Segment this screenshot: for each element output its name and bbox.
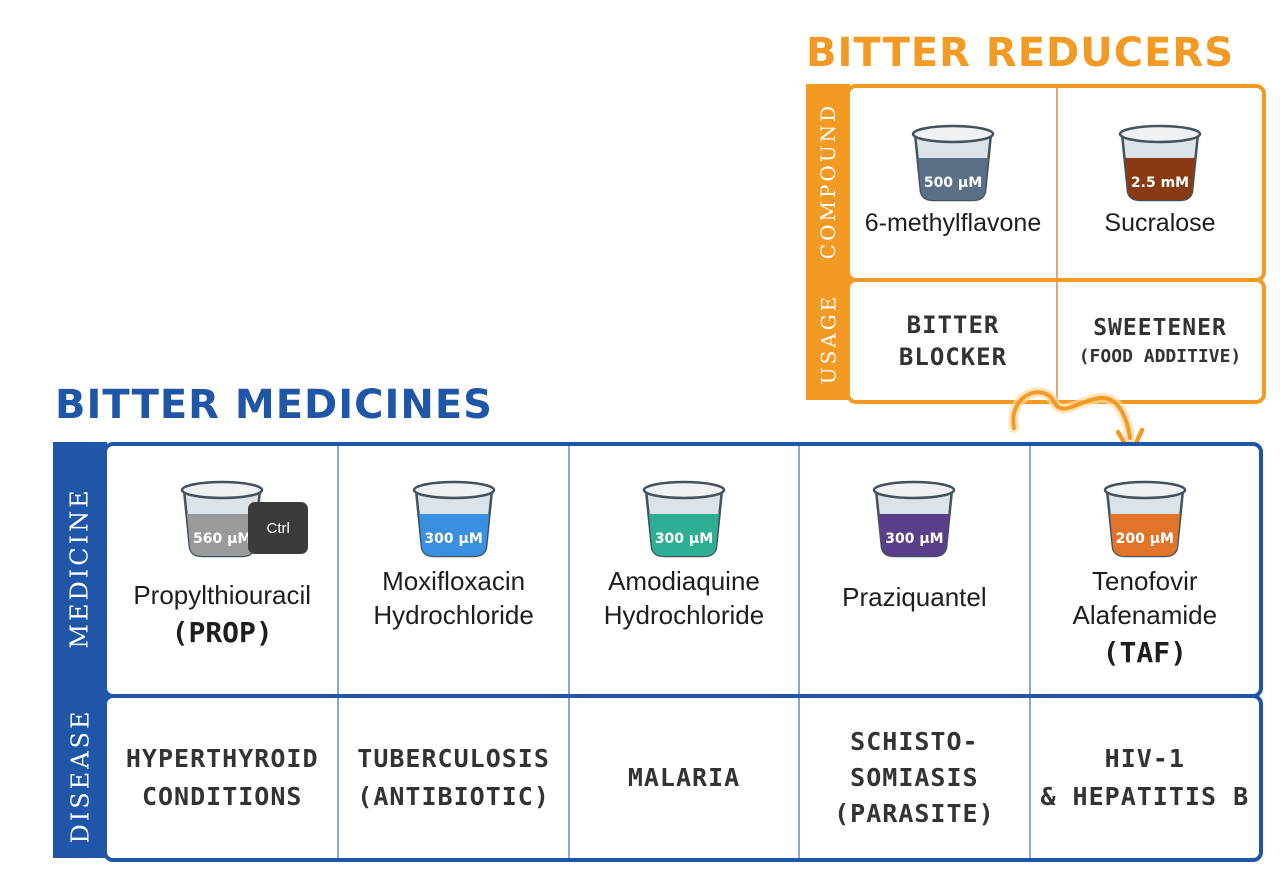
- concentration-label: 500 µM: [923, 175, 983, 191]
- disease-line: HIV-1: [1104, 744, 1185, 773]
- liquid-fill: [918, 158, 988, 200]
- medicine-cell-taf: 200 µM Tenofovir Alafenamide (TAF): [1028, 446, 1259, 694]
- reducers-compound-label-bar: COMPOUND: [806, 84, 850, 278]
- disease-line: SOMIASIS: [850, 763, 979, 792]
- disease-cell-tuberculosis: TUBERCULOSIS (ANTIBIOTIC): [337, 698, 567, 858]
- medicine-cell-moxifloxacin: 300 µM Moxifloxacin Hydrochloride: [337, 446, 567, 694]
- bitter-medicines-title: BITTER MEDICINES: [55, 382, 493, 428]
- beaker-icon: 300 µM: [408, 478, 500, 558]
- beaker-icon: 2.5 mM: [1114, 122, 1206, 202]
- disease-line: CONDITIONS: [141, 782, 303, 811]
- medicine-abbreviation: (TAF): [1102, 636, 1187, 669]
- compound-row-label: COMPOUND: [816, 102, 841, 260]
- disease-line: TUBERCULOSIS: [357, 744, 550, 773]
- reducers-usage-label-bar: USAGE: [806, 278, 850, 400]
- disease-cell-malaria: MALARIA: [567, 698, 798, 858]
- beaker-icon: 200 µM: [1099, 478, 1191, 558]
- concentration-label: 200 µM: [1115, 531, 1174, 547]
- usage-line: BLOCKER: [898, 343, 1008, 371]
- medicines-row: 560 µM Ctrl Propylthiouracil (PROP) 300 …: [103, 442, 1263, 698]
- medicine-name-line2: Alafenamide: [1072, 600, 1218, 630]
- medicine-name-line2: Hydrochloride: [373, 600, 534, 630]
- usage-line: (FOOD ADDITIVE): [1078, 346, 1242, 367]
- usage-row-label: USAGE: [816, 293, 841, 385]
- liquid-fill: [1125, 158, 1195, 200]
- disease-cell-hiv-hepatitis: HIV-1 & HEPATITIS B: [1028, 698, 1259, 858]
- liquid-fill: [879, 514, 950, 556]
- medicine-name: Amodiaquine: [608, 566, 760, 596]
- compound-name: Sucralose: [1104, 209, 1216, 237]
- reducers-usage-row: BITTER BLOCKER SWEETENER (FOOD ADDITIVE): [846, 278, 1266, 404]
- disease-line: (ANTIBIOTIC): [357, 782, 550, 811]
- medicine-cell-amodiaquine: 300 µM Amodiaquine Hydrochloride: [567, 446, 798, 694]
- medicines-disease-label-bar: DISEASE: [53, 694, 107, 858]
- disease-line: SCHISTO-: [850, 727, 979, 756]
- liquid-fill: [187, 514, 258, 556]
- bitter-reducers-title: BITTER REDUCERS: [806, 30, 1235, 76]
- reducers-compound-row: 500 µM 6-methylflavone 2.5 mM Sucralose: [846, 84, 1266, 282]
- compound-cell-sucralose: 2.5 mM Sucralose: [1056, 88, 1262, 278]
- concentration-label: 300 µM: [654, 531, 714, 547]
- medicine-name: Tenofovir: [1092, 566, 1198, 596]
- disease-line: (PARASITE): [834, 799, 995, 828]
- compound-cell-6-methylflavone: 500 µM 6-methylflavone: [850, 88, 1056, 278]
- disease-cell-schistosomiasis: SCHISTO- SOMIASIS (PARASITE): [798, 698, 1028, 858]
- diseases-row: HYPERTHYROID CONDITIONS TUBERCULOSIS (AN…: [103, 694, 1263, 862]
- medicine-name: Moxifloxacin: [382, 566, 526, 596]
- usage-cell-sweetener: SWEETENER (FOOD ADDITIVE): [1056, 282, 1262, 400]
- disease-row-label: DISEASE: [66, 708, 95, 844]
- liquid-fill: [648, 514, 719, 556]
- beaker-icon: 300 µM: [868, 478, 960, 558]
- beaker-icon: 500 µM: [907, 122, 999, 202]
- compound-name: 6-methylflavone: [864, 209, 1042, 237]
- usage-line: SWEETENER: [1093, 315, 1227, 341]
- beaker-icon: 560 µM Ctrl: [176, 478, 309, 558]
- disease-cell-hyperthyroid: HYPERTHYROID CONDITIONS: [107, 698, 337, 858]
- disease-line: & HEPATITIS B: [1040, 782, 1250, 811]
- medicine-name-line2: Hydrochloride: [603, 600, 765, 630]
- usage-cell-bitter-blocker: BITTER BLOCKER: [850, 282, 1056, 400]
- medicine-name: Propylthiouracil: [133, 580, 312, 610]
- disease-line: HYPERTHYROID: [125, 744, 319, 773]
- beaker-icon: 300 µM: [638, 478, 730, 558]
- concentration-label: 300 µM: [885, 531, 944, 547]
- ctrl-key-badge: Ctrl: [248, 502, 309, 554]
- medicine-row-label: MEDICINE: [66, 487, 94, 649]
- medicine-cell-praziquantel: 300 µM Praziquantel: [798, 446, 1028, 694]
- concentration-label: 300 µM: [424, 531, 483, 547]
- liquid-fill: [418, 514, 489, 556]
- medicine-name: Praziquantel: [842, 582, 987, 612]
- medicine-abbreviation: (PROP): [171, 616, 273, 649]
- concentration-label: 2.5 mM: [1130, 175, 1190, 191]
- medicines-medicine-label-bar: MEDICINE: [53, 442, 107, 694]
- concentration-label: 560 µM: [193, 531, 252, 547]
- disease-line: MALARIA: [627, 763, 741, 792]
- liquid-fill: [1109, 514, 1180, 556]
- usage-line: BITTER: [906, 311, 1000, 339]
- medicine-cell-prop: 560 µM Ctrl Propylthiouracil (PROP): [107, 446, 337, 694]
